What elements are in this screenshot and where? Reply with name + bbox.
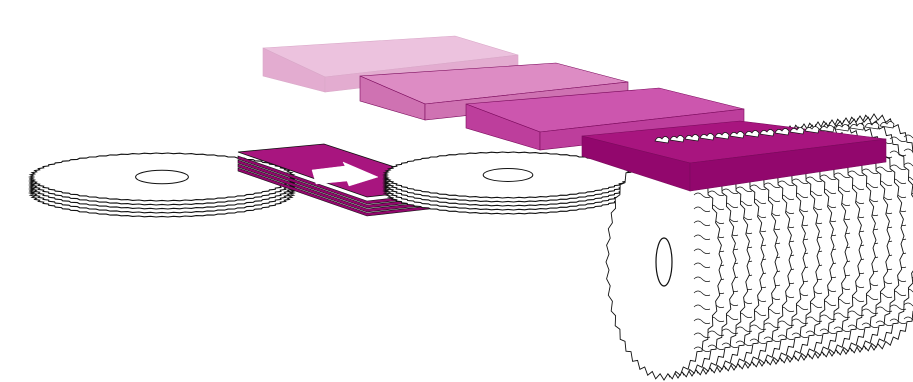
gang-comb-tooth — [864, 122, 880, 130]
gang-comb-tooth — [684, 134, 700, 142]
arrow-right-icon — [311, 161, 379, 187]
gang-comb-tooth — [879, 121, 895, 129]
gang-comb-tooth — [774, 128, 790, 136]
gang-comb-tooth — [669, 135, 685, 143]
gang-saw-drum — [605, 113, 913, 381]
left-saw-stack — [28, 152, 296, 218]
gang-comb-tooth — [699, 133, 715, 141]
gang-comb-tooth — [834, 124, 850, 132]
gang-saw-comb — [654, 121, 895, 144]
gang-comb-tooth — [789, 127, 805, 135]
middle-saw-hub-hole — [482, 168, 534, 182]
left-saw-blade — [28, 152, 296, 202]
middle-saw-blade — [382, 151, 634, 199]
middle-saw-stack — [382, 151, 634, 215]
gang-comb-tooth — [849, 123, 865, 131]
block-stage-4-side — [689, 138, 887, 192]
gang-comb-tooth — [729, 131, 745, 139]
gang-comb-tooth — [804, 126, 820, 134]
gang-comb-tooth — [819, 125, 835, 133]
gang-comb-tooth — [744, 130, 760, 138]
gang-saw-hub-hole — [655, 237, 673, 287]
gang-comb-tooth — [759, 129, 775, 137]
left-saw-hub-hole — [135, 169, 189, 185]
gang-comb-tooth — [714, 132, 730, 140]
gang-comb-tooth — [654, 136, 670, 144]
